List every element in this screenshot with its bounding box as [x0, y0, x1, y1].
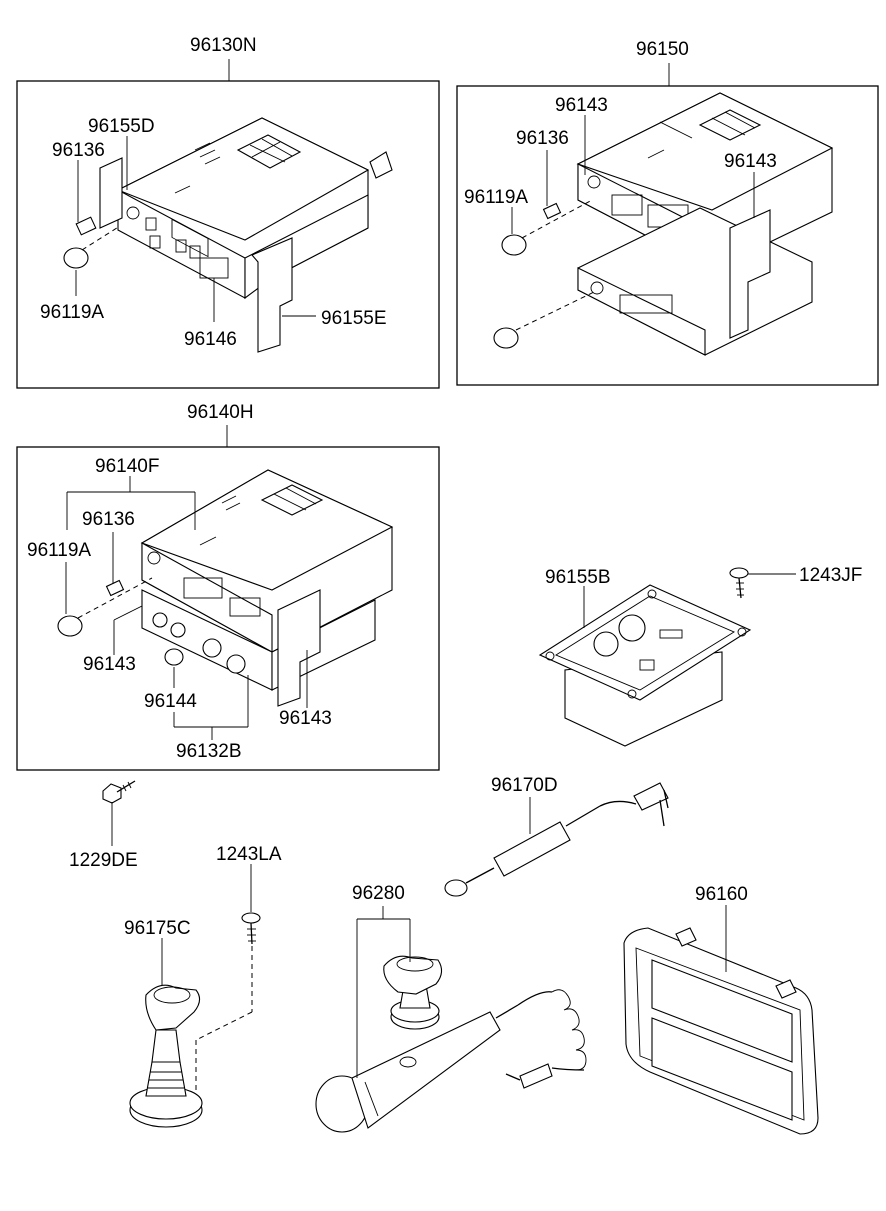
label-96155b: 96155B — [545, 567, 611, 588]
label-96119a-b: 96119A — [464, 187, 528, 208]
label-96160: 96160 — [695, 884, 748, 905]
label-96143-d: 96143 — [279, 708, 332, 729]
frame-96160-drawing — [623, 927, 819, 1135]
label-96146: 96146 — [184, 329, 237, 350]
label-96155e: 96155E — [321, 308, 387, 329]
label-1243jf: 1243JF — [799, 565, 862, 586]
double-unit-96150-drawing — [493, 92, 834, 356]
label-1229de: 1229DE — [69, 850, 138, 871]
label-96119a-a: 96119A — [40, 302, 104, 323]
label-96155d: 96155D — [88, 116, 155, 137]
label-96143-b: 96143 — [724, 151, 777, 172]
screw-1243la-drawing — [195, 912, 261, 1112]
label-96170d: 96170D — [491, 775, 558, 796]
label-1243la: 1243LA — [216, 844, 282, 865]
label-96140h: 96140H — [187, 402, 254, 423]
label-96150: 96150 — [636, 39, 689, 60]
speaker-box-96155b-drawing — [538, 584, 752, 747]
label-96143-c: 96143 — [83, 654, 136, 675]
label-96136-a: 96136 — [52, 140, 105, 161]
mic-holder-96175c-drawing — [129, 984, 203, 1128]
label-96136-b: 96136 — [516, 128, 569, 149]
microphone-96280-drawing — [315, 955, 587, 1133]
leader-lines — [65, 115, 796, 1078]
label-96132b: 96132B — [176, 741, 242, 762]
label-96280: 96280 — [352, 883, 405, 904]
label-96136-c: 96136 — [82, 509, 135, 530]
group-box-96140H — [16, 446, 440, 771]
cable-96170d-drawing — [444, 782, 669, 897]
radio-unit-96130n-drawing — [63, 117, 393, 353]
label-96144: 96144 — [144, 691, 197, 712]
bolt-1229de-drawing — [102, 780, 136, 804]
label-96140f: 96140F — [95, 456, 159, 477]
label-96119a-c: 96119A — [27, 540, 91, 561]
label-96130n: 96130N — [190, 35, 257, 56]
group-box-96130N — [16, 80, 440, 389]
screw-1243jf-drawing — [729, 567, 749, 599]
group-box-96150 — [456, 85, 879, 386]
label-96143-a: 96143 — [555, 95, 608, 116]
label-96175c: 96175C — [124, 918, 191, 939]
radio-amp-96140h-drawing — [57, 469, 394, 707]
